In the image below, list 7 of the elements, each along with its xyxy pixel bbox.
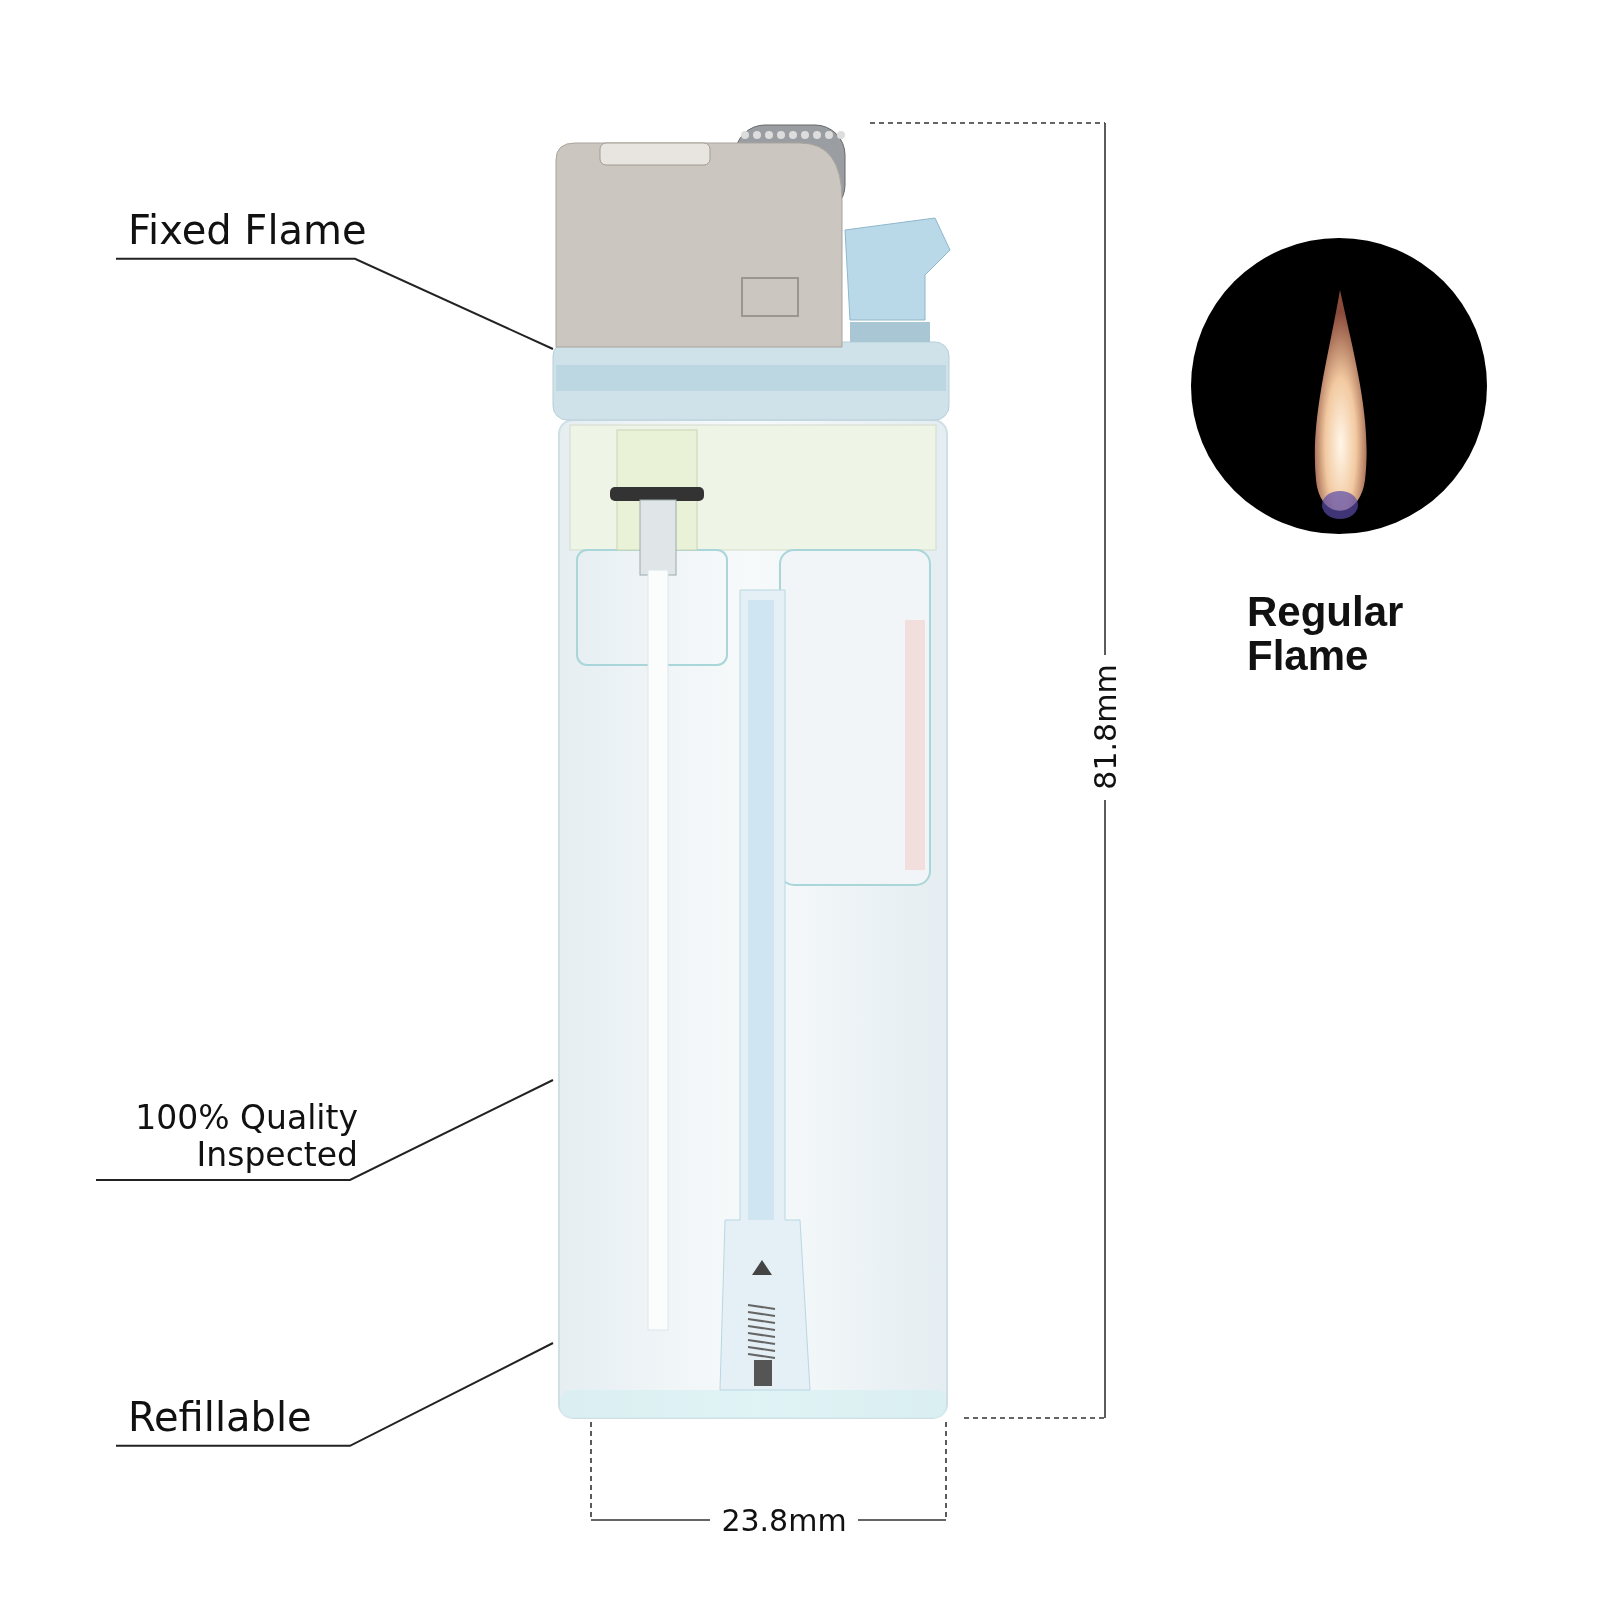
- callout-text: Fixed Flame: [128, 208, 367, 253]
- leader-line: [95, 1079, 554, 1181]
- flame-caption: Regular Flame: [1247, 590, 1405, 679]
- callout-text: Refillable: [128, 1395, 312, 1440]
- leader-line: [115, 1342, 554, 1447]
- leader-line: [115, 257, 554, 350]
- callout-text: 100% Quality Inspected: [108, 1100, 358, 1174]
